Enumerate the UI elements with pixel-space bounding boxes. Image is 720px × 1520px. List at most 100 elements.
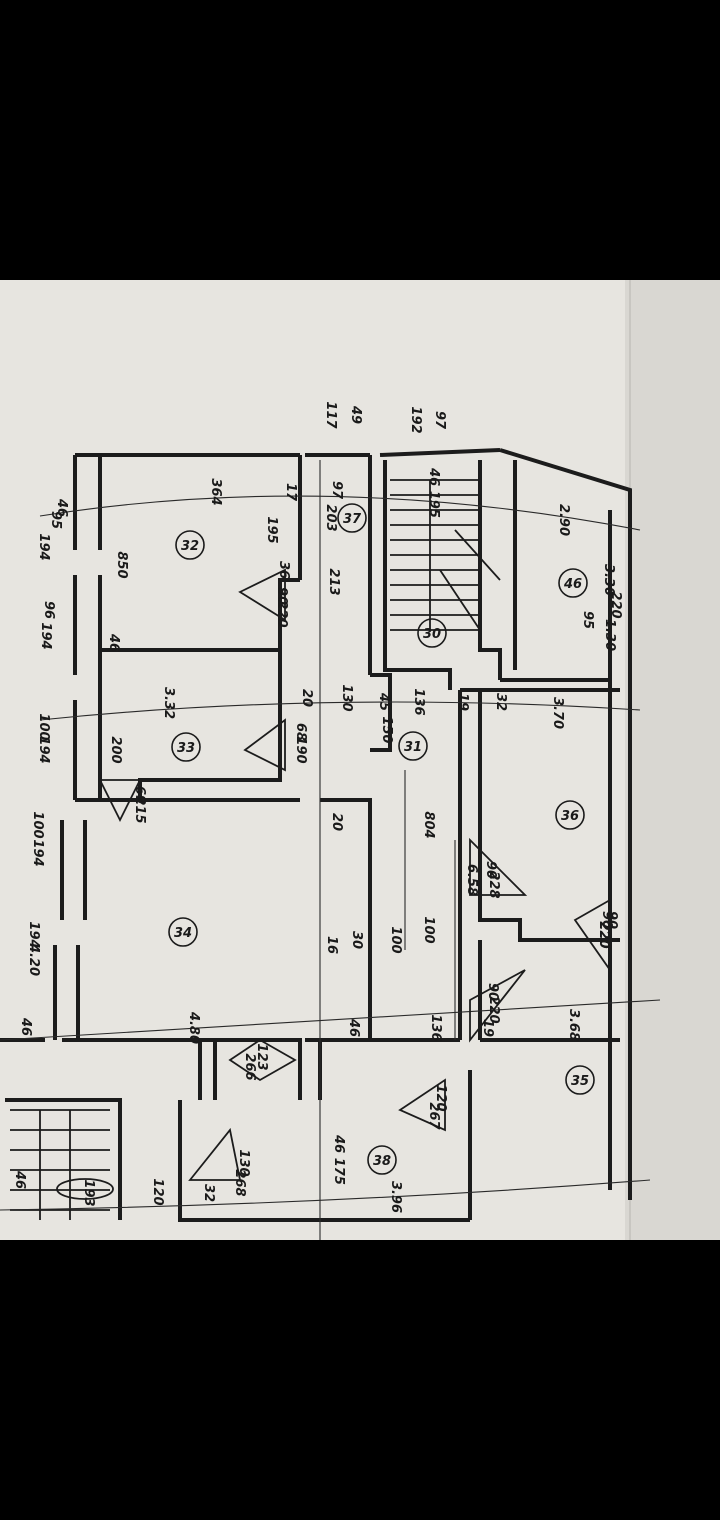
dimension-label: 3.96 — [388, 1181, 403, 1213]
room-marker-31 — [398, 731, 428, 761]
dimension-label: 90 — [485, 983, 500, 1001]
dimension-label: 228 — [486, 871, 501, 898]
dimension-label: 120 — [433, 1084, 448, 1111]
dimension-label: 100 — [30, 811, 45, 838]
dimension-label: 90 — [274, 587, 289, 605]
dimension-label: 36 — [276, 561, 291, 579]
room-number: 33 — [177, 741, 195, 756]
dimension-label: 100 — [36, 713, 51, 740]
dimension-label: 97 — [432, 411, 447, 430]
dimension-label: 194 — [36, 533, 51, 560]
dimension-label: 90 — [483, 861, 498, 879]
dimension-label: 850 — [114, 551, 129, 578]
dimension-lines — [0, 460, 661, 1240]
dimension-label: 32 — [201, 1184, 216, 1202]
dimension-label: 95 — [580, 611, 595, 629]
dimension-label: 4.20 — [26, 943, 41, 976]
dimension-label: 213 — [326, 568, 341, 595]
dimension-label: 32 — [493, 693, 508, 711]
dimension-label: 267 — [426, 1102, 441, 1130]
dimension-label: 17 — [283, 483, 298, 502]
dimension-label: 193 — [81, 1179, 96, 1206]
dimension-label: 4.80 — [186, 1011, 201, 1044]
dimension-label: 220 — [486, 996, 501, 1023]
dimension-label: 1.30 — [602, 619, 617, 651]
room-marker-32 — [175, 530, 205, 560]
room-number: 34 — [174, 926, 192, 941]
room-marker-35 — [565, 1065, 595, 1095]
dimension-label: 150 — [379, 716, 394, 743]
dimension-label: 16 — [324, 936, 339, 954]
room-marker-36 — [555, 800, 585, 830]
room-marker-38 — [367, 1145, 397, 1175]
dimension-label: 2.90 — [556, 504, 571, 536]
dimension-label: 69 — [132, 786, 147, 804]
room-marker-46 — [558, 568, 588, 598]
dimension-label: 95 — [48, 511, 63, 529]
dimension-label: 96 — [41, 601, 56, 619]
dimension-label: 3.32 — [161, 687, 176, 719]
dimension-label: 203 — [323, 504, 338, 531]
dimension-label: 364 — [208, 478, 223, 505]
dimension-label: 215 — [132, 796, 147, 823]
dimension-label: 266 — [242, 1053, 257, 1080]
dimension-label: 200 — [108, 736, 123, 763]
room-number: 46 — [563, 577, 582, 592]
dimension-label: 20 — [299, 689, 314, 707]
stairs — [10, 479, 501, 1220]
dimension-label: 6.58 — [464, 864, 479, 896]
dimension-label: 220 — [608, 591, 623, 618]
room-number: 37 — [343, 512, 362, 527]
dimension-label: 19 — [455, 693, 470, 711]
room-number: 35 — [571, 1074, 589, 1089]
room-number: 36 — [561, 809, 579, 824]
dimension-label: 90 — [599, 911, 614, 929]
dimension-label: 3.68 — [566, 1009, 581, 1041]
dimension-label: 97 — [329, 481, 344, 500]
dimension-label: 68 — [293, 723, 308, 741]
door-swings — [98, 568, 611, 1181]
dimension-label: 117 — [323, 401, 338, 429]
dimension-label: 3.30 — [601, 564, 616, 596]
outer-walls — [0, 448, 632, 1200]
dimension-label: 195 — [264, 516, 279, 543]
dimension-label: 46 — [18, 1017, 33, 1036]
room-number: 32 — [181, 539, 199, 554]
dimension-label: 120 — [150, 1178, 165, 1205]
room-marker-33 — [171, 732, 201, 762]
dimension-label: 46 — [106, 633, 121, 652]
dimension-label: 100 — [421, 916, 436, 943]
dimension-label: 194 — [38, 622, 53, 649]
dimension-label: 46 — [12, 1170, 27, 1189]
dimension-label: 194 — [30, 839, 45, 866]
dimension-label: 45 — [376, 692, 391, 711]
dimension-label: 190 — [293, 736, 308, 763]
room-markers: 32 33 34 37 30 31 36 35 38 46 — [168, 503, 595, 1175]
dimension-label: 123 — [254, 1043, 269, 1070]
dimension-label: 19 — [480, 1019, 495, 1037]
room-number: 38 — [373, 1154, 391, 1169]
dimension-label: 130 — [236, 1149, 251, 1176]
dimension-label: 194 — [26, 921, 41, 948]
dimension-label: 220 — [274, 600, 289, 627]
room-number: 30 — [423, 627, 441, 642]
dimension-label: 804 — [421, 811, 436, 838]
dimension-label: 3.70 — [550, 697, 565, 729]
dimension-label: 192 — [408, 406, 423, 433]
dimension-label: 136 — [411, 688, 426, 715]
dimension-label: 194 — [36, 736, 51, 763]
room-marker-37 — [337, 503, 367, 533]
dimension-label: 136 — [428, 1014, 443, 1041]
dimension-label: 220 — [596, 921, 611, 948]
dimension-label: 130 — [339, 684, 354, 711]
dimension-label: 220 — [596, 921, 611, 948]
room-marker-34 — [168, 917, 198, 947]
dimension-label: 90 — [604, 911, 619, 929]
dimension-label: 49 — [348, 405, 363, 424]
dimension-label: 46 195 — [426, 467, 441, 518]
dimension-label: 30 — [349, 931, 364, 949]
dimension-label: 100 — [388, 926, 403, 953]
dimension-label: 46 — [346, 1018, 361, 1037]
